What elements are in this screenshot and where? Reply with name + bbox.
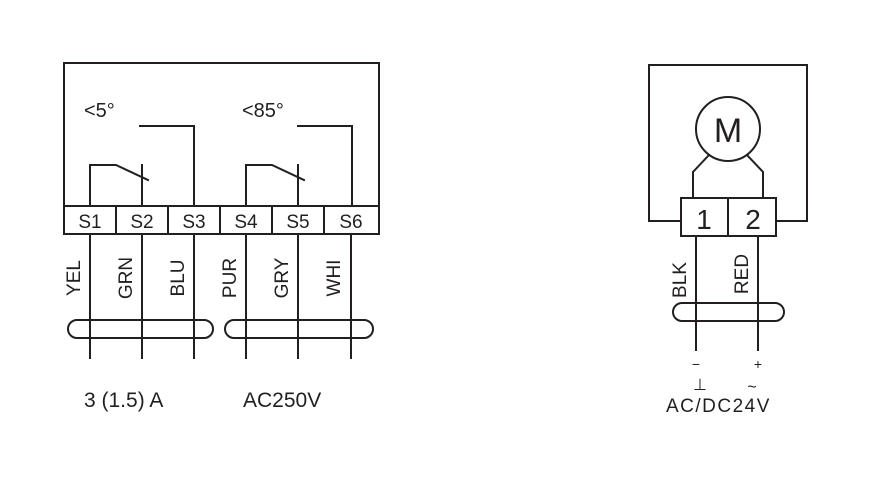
motor-lead-2: [745, 153, 764, 199]
switch-block: <5° <85° S1 S2 S3 S4 S5 S6 YEL GRN BLU: [63, 62, 380, 412]
polarity-plus: +: [754, 356, 762, 372]
terminal-s3: S3: [182, 212, 205, 233]
ac-symbol: ~: [747, 379, 756, 396]
motor-lead-1: [692, 153, 711, 199]
wire-label-yel: YEL: [64, 260, 85, 296]
wire-label-blk: BLK: [670, 262, 691, 298]
wire-label-gry: GRY: [272, 257, 293, 298]
supply-voltage: AC/DC24V: [666, 396, 771, 417]
switch-2-contact: [245, 164, 306, 207]
cable-clamp-2: [224, 319, 374, 339]
wire-label-red: RED: [732, 254, 753, 294]
terminal-s1: S1: [78, 212, 101, 233]
cable-clamp-1: [67, 319, 214, 339]
motor-terminal-1: 1: [696, 204, 712, 235]
switch-1-lead: [139, 125, 195, 207]
wire-label-pur: PUR: [220, 258, 241, 298]
switch-1-contact: [89, 164, 150, 207]
motor-cable-clamp: [672, 302, 785, 322]
wire-label-grn: GRN: [116, 257, 137, 299]
range-label-1: <5°: [84, 100, 115, 122]
rating-current: 3 (1.5) A: [84, 389, 163, 412]
motor-block: M 1 2 BLK RED − + ⊥ ~ AC/DC24V: [648, 64, 808, 417]
dc-symbol: ⊥: [693, 377, 707, 394]
terminal-s5: S5: [286, 212, 309, 233]
range-label-2: <85°: [242, 100, 284, 122]
motor-terminal-2: 2: [745, 204, 761, 235]
terminal-s2: S2: [130, 212, 153, 233]
wire-label-blu: BLU: [168, 260, 189, 297]
switch-housing: [63, 62, 380, 207]
switch-terminal-strip: [63, 205, 380, 235]
switch-2-lead: [297, 125, 353, 207]
terminal-s4: S4: [234, 212, 258, 233]
terminal-s6: S6: [339, 212, 362, 233]
polarity-minus: −: [692, 356, 700, 372]
wire-label-whi: WHI: [324, 260, 345, 297]
motor-label: M: [714, 112, 742, 150]
motor-symbol: [695, 96, 761, 162]
rating-voltage: AC250V: [243, 389, 321, 412]
